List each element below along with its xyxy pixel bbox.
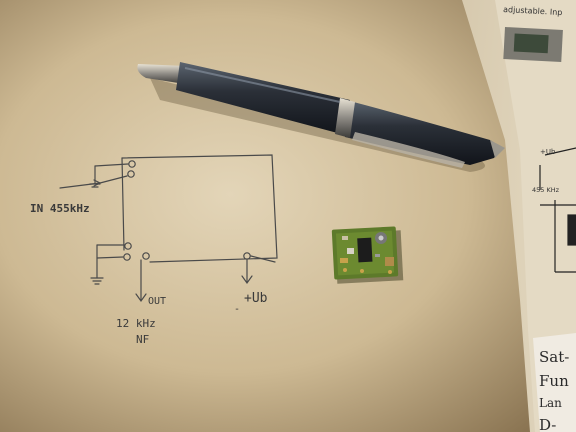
mark-dash: - <box>234 304 240 315</box>
sheet-card-line-3: Lan <box>539 396 562 410</box>
sheet-schematic-ub: +Ub <box>540 148 556 156</box>
label-output: OUT <box>148 296 166 307</box>
ballpoint-pen <box>137 62 505 172</box>
label-output-type: NF <box>136 333 149 346</box>
label-input: IN 455kHz <box>30 202 90 215</box>
hand-drawn-schematic <box>59 154 278 303</box>
label-supply: +Ub <box>244 291 268 306</box>
sheet-top-fragment: adjustable. Inp <box>503 5 563 17</box>
ic-chip <box>357 237 373 263</box>
sheet-card-line-1: Sat- <box>539 348 569 366</box>
sheet-card-line-4: D- <box>539 416 556 432</box>
sheet-card <box>533 333 576 432</box>
sheet-schematic-fragment <box>539 147 576 273</box>
circuit-board-module <box>331 226 404 284</box>
sheet-schematic-freq: 455 KHz <box>532 186 560 194</box>
sheet-card-line-2: Fun <box>539 372 569 390</box>
printed-document-sheet: adjustable. Inp +Ub 455 KHz Sat- Fun Lan… <box>462 0 576 432</box>
label-output-frequency: 12 kHz <box>116 317 156 330</box>
